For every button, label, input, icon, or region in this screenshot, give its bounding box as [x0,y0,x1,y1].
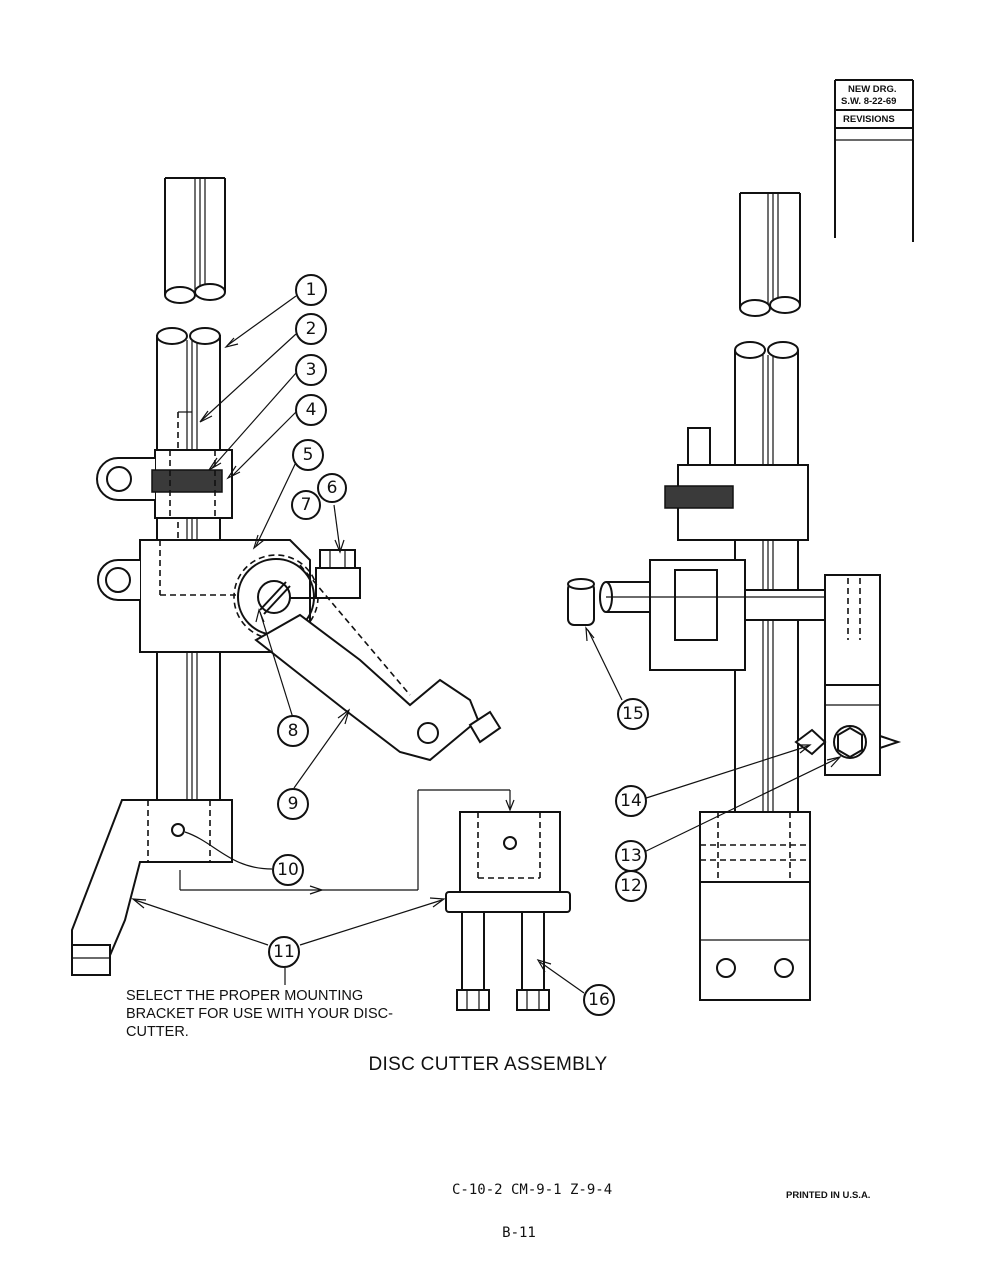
svg-text:12: 12 [620,876,642,896]
note-line-2: BRACKET FOR USE WITH YOUR DISC- [126,1006,393,1022]
upper-collar-right [664,427,809,541]
svg-text:2: 2 [306,319,317,339]
bracket-swap-arrows [179,789,515,895]
callout-4: 4 [295,394,327,426]
callout-8: 8 [277,715,309,747]
svg-text:16: 16 [588,990,610,1010]
page-number: B-11 [502,1225,536,1241]
right-assembly-view [567,192,902,1001]
main-bracket-right [599,559,881,686]
diagram-title: DISC CUTTER ASSEMBLY [369,1054,608,1075]
spacer-15 [567,578,595,626]
revision-box: NEW DRG. S.W. 8-22-69 REVISIONS [834,79,914,242]
callout-7: 7 [291,490,321,520]
left-assembly-view [71,177,571,1011]
svg-text:3: 3 [306,360,317,380]
svg-text:1: 1 [306,280,317,300]
svg-text:9: 9 [288,794,299,814]
footer-codes: C-10-2 CM-9-1 Z-9-4 [452,1182,612,1198]
revision-line-1: NEW DRG. [848,84,897,95]
svg-text:10: 10 [277,860,299,880]
revision-header: REVISIONS [843,114,895,125]
callout-5: 5 [292,439,324,471]
svg-text:11: 11 [273,942,295,962]
bolt-nut-6-7 [290,549,361,599]
svg-text:14: 14 [620,791,642,811]
svg-text:6: 6 [327,478,338,498]
callout-9: 9 [277,788,309,820]
callout-15: 15 [617,698,649,730]
svg-text:15: 15 [622,704,644,724]
leader-lines [131,295,842,994]
svg-text:5: 5 [303,445,314,465]
callout-2: 2 [295,313,327,345]
callout-1: 1 [295,274,327,306]
alternate-bracket-16 [445,811,571,1011]
revision-line-2: S.W. 8-22-69 [841,96,896,107]
cutter-arm-left [254,564,502,762]
upper-pole-left [164,177,226,304]
callout-6: 6 [317,473,347,503]
callout-16: 16 [583,984,615,1016]
mounting-bracket-left [71,799,233,976]
svg-text:8: 8 [288,721,299,741]
callout-12: 12 [615,870,647,902]
callout-10: 10 [272,854,304,886]
callout-14: 14 [615,785,647,817]
note-line-3: CUTTER. [126,1024,189,1040]
svg-text:4: 4 [306,400,317,420]
cutter-holder-right [794,684,902,776]
callout-11: 11 [268,936,300,968]
callout-3: 3 [295,354,327,386]
upper-pole-right [739,192,801,317]
callout-13: 13 [615,840,647,872]
svg-text:7: 7 [301,495,312,515]
upper-collar-left [96,449,233,519]
lower-pole-right [734,341,799,812]
note-line-1: SELECT THE PROPER MOUNTING [126,988,363,1004]
printed-in-usa: PRINTED IN U.S.A. [786,1190,870,1201]
svg-text:13: 13 [620,846,642,866]
mounting-bracket-right [699,811,811,1001]
